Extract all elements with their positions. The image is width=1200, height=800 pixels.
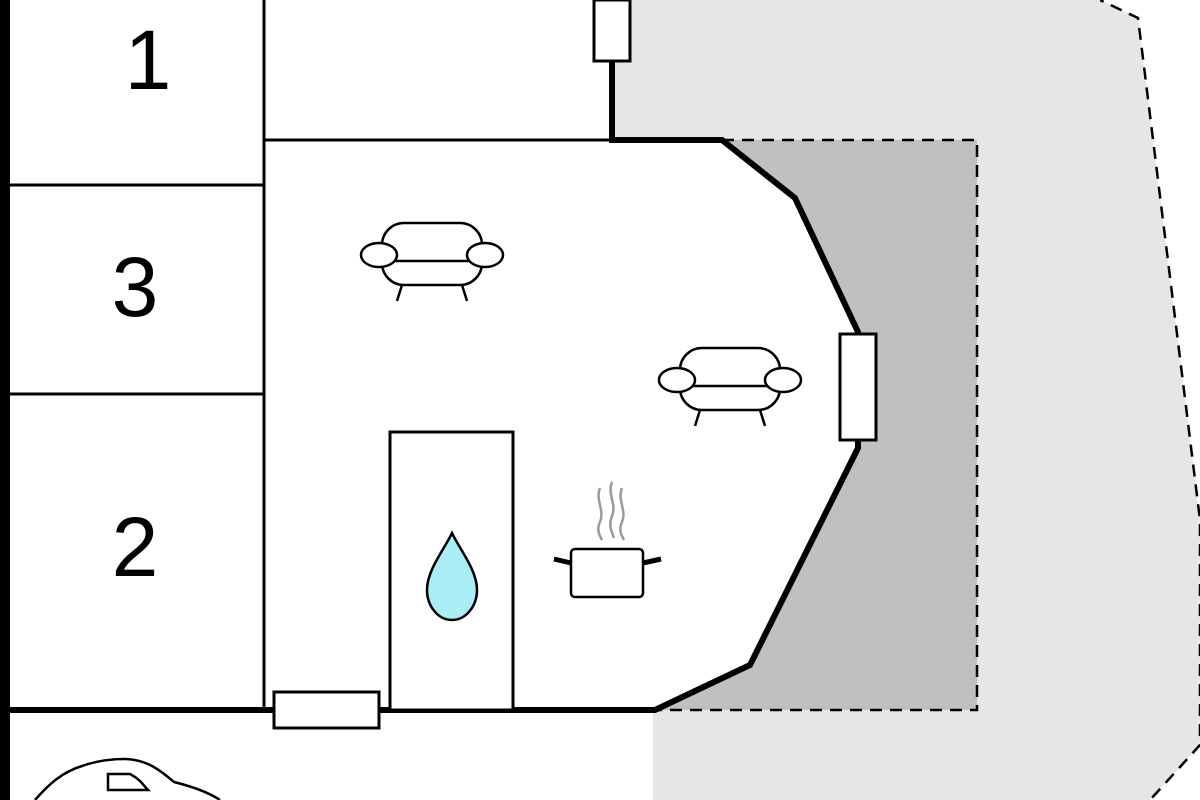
car-window xyxy=(106,772,152,792)
exterior-wall xyxy=(10,0,861,713)
armchair-icon xyxy=(359,221,505,302)
window xyxy=(272,690,381,730)
cooking-pot-icon xyxy=(553,481,662,599)
window xyxy=(838,332,878,442)
room-number-3: 3 xyxy=(111,240,159,334)
room-number-1: 1 xyxy=(124,13,172,107)
shower-drop-icon xyxy=(425,530,479,622)
room-number-2: 2 xyxy=(111,500,159,594)
armchair-icon xyxy=(657,346,803,427)
window xyxy=(592,0,632,63)
